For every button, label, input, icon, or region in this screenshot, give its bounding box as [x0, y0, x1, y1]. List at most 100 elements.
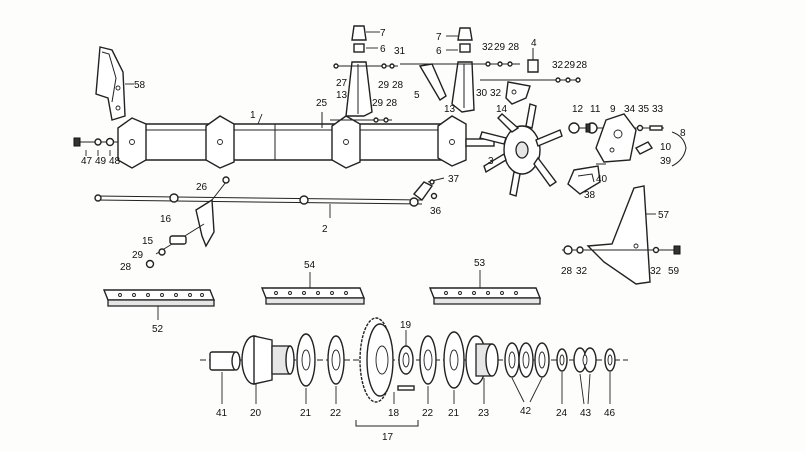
ring-19	[398, 345, 414, 375]
callout-28-b: 28	[576, 60, 588, 71]
disc-21-right	[443, 331, 465, 389]
callout-28-f: 28	[561, 266, 573, 277]
callout-18: 18	[388, 408, 400, 419]
callout-22-left: 22	[330, 408, 342, 419]
bushing-41	[209, 351, 241, 371]
callout-47: 47	[81, 156, 93, 167]
clevis-4	[527, 48, 539, 73]
callout-15: 15	[142, 236, 154, 247]
profile-strip-53	[428, 270, 542, 305]
callout-36: 36	[430, 206, 442, 217]
callout-19: 19	[400, 320, 412, 331]
callout-32-a: 32	[482, 42, 494, 53]
callout-29-a: 29	[494, 42, 506, 53]
callout-12: 12	[572, 104, 584, 115]
callout-28-a: 28	[508, 42, 520, 53]
callout-59: 59	[668, 266, 680, 277]
arm-14	[505, 81, 531, 105]
callout-labels: 58 1 47 49 48 7 6 7 6 31 32 29 28 4 32 2…	[81, 28, 686, 443]
callout-6-right: 6	[436, 46, 442, 57]
disc-22-right	[419, 335, 437, 385]
hub-20	[241, 335, 295, 385]
callout-53: 53	[474, 258, 486, 269]
callout-4: 4	[531, 38, 537, 49]
profile-strip-54	[260, 272, 366, 305]
hub-assembly-8	[567, 113, 687, 195]
bearings-42	[504, 342, 550, 378]
pin-set-36-37	[427, 177, 445, 200]
callout-52: 52	[152, 324, 164, 335]
washer-46	[604, 348, 616, 372]
callout-31: 31	[394, 46, 406, 57]
callout-28-c: 28	[392, 80, 404, 91]
callout-16: 16	[160, 214, 172, 225]
callout-21-left: 21	[300, 408, 312, 419]
callout-14: 14	[496, 104, 508, 115]
ring-24	[556, 348, 568, 372]
callout-32-b: 32	[552, 60, 564, 71]
callout-37: 37	[448, 174, 460, 185]
callout-28-d: 28	[386, 98, 398, 109]
callout-42: 42	[520, 406, 532, 417]
callout-43: 43	[580, 408, 592, 419]
callout-41: 41	[216, 408, 228, 419]
callout-6-left: 6	[380, 44, 386, 55]
rod-2	[94, 181, 434, 218]
disc-21-left	[296, 333, 316, 387]
callout-13-right: 13	[444, 104, 456, 115]
callout-57: 57	[658, 210, 670, 221]
hub-23	[465, 335, 499, 385]
callout-10: 10	[660, 142, 672, 153]
bolt-set-28-32-59	[562, 245, 681, 255]
callout-39: 39	[660, 156, 672, 167]
callout-2: 2	[322, 224, 328, 235]
callout-29-e: 29	[132, 250, 144, 261]
side-plate-58	[95, 46, 134, 121]
callout-17: 17	[382, 432, 394, 443]
callout-7-right: 7	[436, 32, 442, 43]
bolt-set-47-48-49	[73, 137, 118, 156]
callout-3: 3	[488, 156, 494, 167]
callout-38: 38	[584, 190, 596, 201]
callout-8: 8	[680, 128, 686, 139]
callout-29-b: 29	[564, 60, 576, 71]
disc-22-left	[327, 335, 345, 385]
callout-26: 26	[196, 182, 208, 193]
callout-54: 54	[304, 260, 316, 271]
callout-9: 9	[610, 104, 616, 115]
callout-33: 33	[652, 104, 664, 115]
lever-16	[145, 176, 230, 269]
callout-11: 11	[590, 104, 601, 115]
callout-40: 40	[596, 174, 608, 185]
bracket-13-right	[400, 27, 581, 113]
callout-7-left: 7	[380, 28, 386, 39]
callout-32-d: 32	[576, 266, 588, 277]
arm-5	[418, 63, 447, 101]
callout-22-right: 22	[422, 408, 434, 419]
callout-27: 27	[336, 78, 348, 89]
bracket-13-left	[321, 25, 398, 128]
callout-21-right: 21	[448, 408, 460, 419]
profile-strip-52	[102, 289, 216, 320]
callout-30: 30	[476, 88, 488, 99]
callout-20: 20	[250, 408, 262, 419]
callout-29-d: 29	[372, 98, 384, 109]
callout-23: 23	[478, 408, 490, 419]
star-wheel-3	[479, 103, 563, 197]
callout-28-e: 28	[120, 262, 132, 273]
main-tube-1	[117, 113, 495, 169]
nuts-43	[573, 347, 597, 373]
callout-35: 35	[638, 104, 650, 115]
callout-48: 48	[109, 156, 121, 167]
callout-24: 24	[556, 408, 568, 419]
callout-13-left: 13	[336, 90, 348, 101]
sprocket-18	[359, 317, 415, 403]
callout-32-e: 32	[650, 266, 662, 277]
callout-29-c: 29	[378, 80, 390, 91]
callout-5: 5	[414, 90, 420, 101]
callout-58: 58	[134, 80, 146, 91]
callout-34: 34	[624, 104, 636, 115]
callout-32-c: 32	[490, 88, 502, 99]
